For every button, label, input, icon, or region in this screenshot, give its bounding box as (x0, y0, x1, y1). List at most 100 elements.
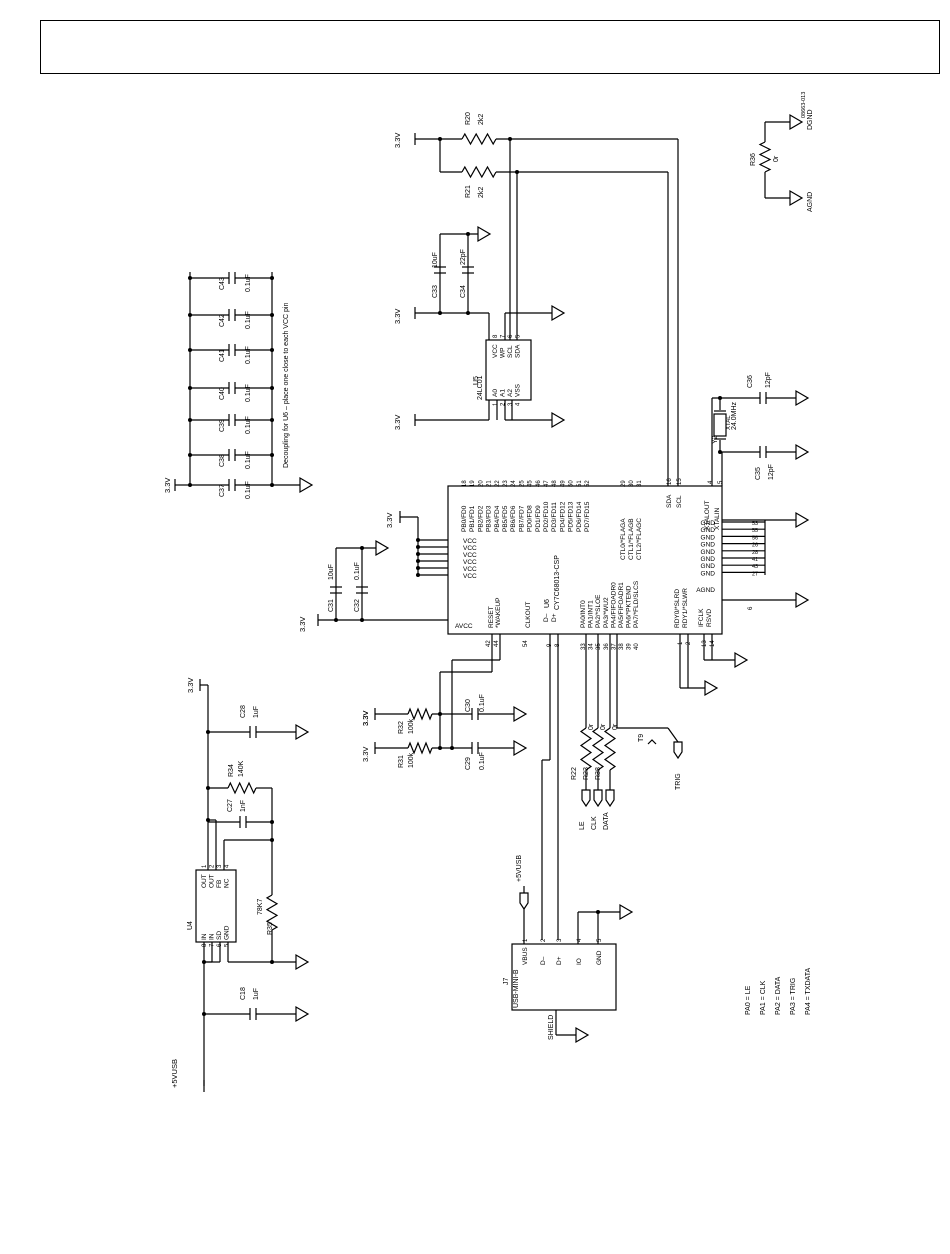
cap-ref: C41 (219, 349, 226, 362)
reset-3v3: 3.3V (361, 711, 370, 726)
ground-symbol (795, 591, 810, 609)
u6-pa-pin: PA6/*PKTEND (626, 585, 633, 628)
junction-dot (416, 566, 420, 570)
u5-pin-num: 7 (501, 334, 507, 338)
u4-pin-num: 5 (225, 943, 231, 947)
u5-pin-label: SCL (507, 345, 514, 358)
u6-pb-pin: PB0/FD0 (461, 505, 468, 532)
pa-resistor (591, 727, 605, 771)
c32-ref: C32 (354, 599, 361, 612)
u4-pin-num: 8 (202, 943, 208, 947)
ground-symbol (477, 225, 492, 243)
port-symbol (605, 789, 615, 808)
u5-pin-label: A0 (492, 389, 499, 397)
u6-pb-pin: PB6/FD6 (510, 505, 517, 532)
c35-ref: C35 (755, 467, 762, 480)
u6-pin-num: 29 (621, 480, 627, 487)
u4-pin-num: 6 (217, 943, 223, 947)
resistor-r21 (461, 165, 497, 179)
u6-gnd-pin: GND (701, 563, 716, 570)
u6-pin-num: 51 (577, 480, 583, 487)
j7-pin: IO (576, 958, 583, 965)
trig-label: TRIG (675, 773, 682, 790)
trig-wire (667, 727, 679, 743)
u6-pin-num: 28 (752, 550, 758, 556)
ground-symbol (619, 903, 634, 921)
cap-ref: C43 (219, 277, 226, 290)
pa-r-value: 0r (588, 723, 595, 730)
u6-pin-num: 6 (748, 606, 754, 610)
u6-pin-num: 40 (634, 643, 640, 650)
u6-pin-num: 5 (718, 480, 724, 484)
u6-agnd: AGND (696, 587, 715, 594)
u6-ref: U6 (544, 599, 551, 608)
junction-dot (438, 746, 442, 750)
reset-r-value: 100k (408, 718, 415, 734)
u6-vcc-pin: VCC (463, 559, 477, 566)
j7-body (511, 943, 617, 1011)
ground-symbol (795, 443, 810, 461)
u6-pa-pin: PA0/INT0 (580, 600, 587, 628)
ground-symbol (789, 113, 804, 131)
junction-dot (270, 453, 274, 457)
u6-scl: SCL (676, 495, 683, 508)
u6-rsvd: RSVD (706, 609, 713, 627)
u6-pin-num: 14 (710, 640, 716, 647)
u6-vcc-pin: VCC (463, 566, 477, 573)
legend-line: PA1 = CLK (760, 980, 767, 1015)
u6-dminus: D– (543, 613, 550, 622)
u6-dplus: D+ (551, 613, 558, 622)
u4-pin-num: 4 (225, 864, 231, 868)
u6-pin-num: 50 (569, 480, 575, 487)
cap-ref: C37 (219, 484, 226, 497)
junction-dot (270, 276, 274, 280)
r35-value: 78K7 (257, 899, 264, 915)
u6-pin-num: 39 (627, 643, 633, 650)
junction-dot (515, 170, 519, 174)
ground-symbol (795, 511, 810, 529)
u6-pin-num: 23 (503, 480, 509, 487)
resistor-r20 (461, 132, 497, 146)
ground-symbol (789, 189, 804, 207)
u6-pb-pin: PB4/FD4 (494, 505, 501, 532)
cap-value: 0.1uF (245, 451, 252, 469)
u6-pb-pin: PD4/FD12 (559, 501, 566, 532)
c33-ref: C33 (432, 285, 439, 298)
u6-pin-num: 38 (619, 643, 625, 650)
ground-symbol (295, 723, 310, 741)
shield-label: SHIELD (548, 1015, 555, 1040)
cap-value: 0.1uF (245, 416, 252, 434)
u6-pin-num: 37 (611, 643, 617, 650)
cap-value: 0.1uF (245, 311, 252, 329)
u6-rdy1: RDY1/*SLWR (682, 588, 689, 628)
u6-vcc-pin: VCC (463, 545, 477, 552)
pa-resistor (603, 727, 617, 771)
junction-dot (202, 1012, 206, 1016)
u5-pin-label: VSS (515, 383, 522, 397)
c31-value: 10uF (328, 564, 335, 580)
j7-pin-num: 1 (523, 938, 529, 942)
legend-line: PA2 = DATA (775, 976, 782, 1015)
u6-gnd-pin: GND (701, 520, 716, 527)
dgnd-label: DGND (807, 109, 814, 130)
ground-symbol (299, 476, 314, 494)
u6-gnd-pin: GND (701, 570, 716, 577)
u5-pin-num: 4 (516, 402, 522, 406)
u6-ctl-pin: CTL0/*FLAGA (620, 518, 627, 560)
j7-ref: J7 (503, 978, 510, 986)
resistor-r34 (227, 781, 257, 795)
u6-pin-num: 25 (519, 480, 525, 487)
trig-port (673, 741, 683, 760)
junction-dot (450, 746, 454, 750)
junction-dot (206, 730, 210, 734)
y2-ref: Y2 (712, 435, 719, 444)
resistor-r36 (758, 141, 772, 173)
decoupling-note: Decoupling for U6 – place one close to e… (283, 303, 290, 468)
u6-pin-num: 49 (560, 480, 566, 487)
r36-value: 0r (773, 155, 780, 162)
u6-rdy0: RDY0/*SLRD (674, 589, 681, 628)
u6-pa-pin: PA1/INT1 (588, 600, 595, 628)
pullup-3v3-label: 3.3V (393, 133, 402, 148)
u6-pin-num: 35 (596, 643, 602, 650)
u4-pin: NC (224, 878, 231, 888)
